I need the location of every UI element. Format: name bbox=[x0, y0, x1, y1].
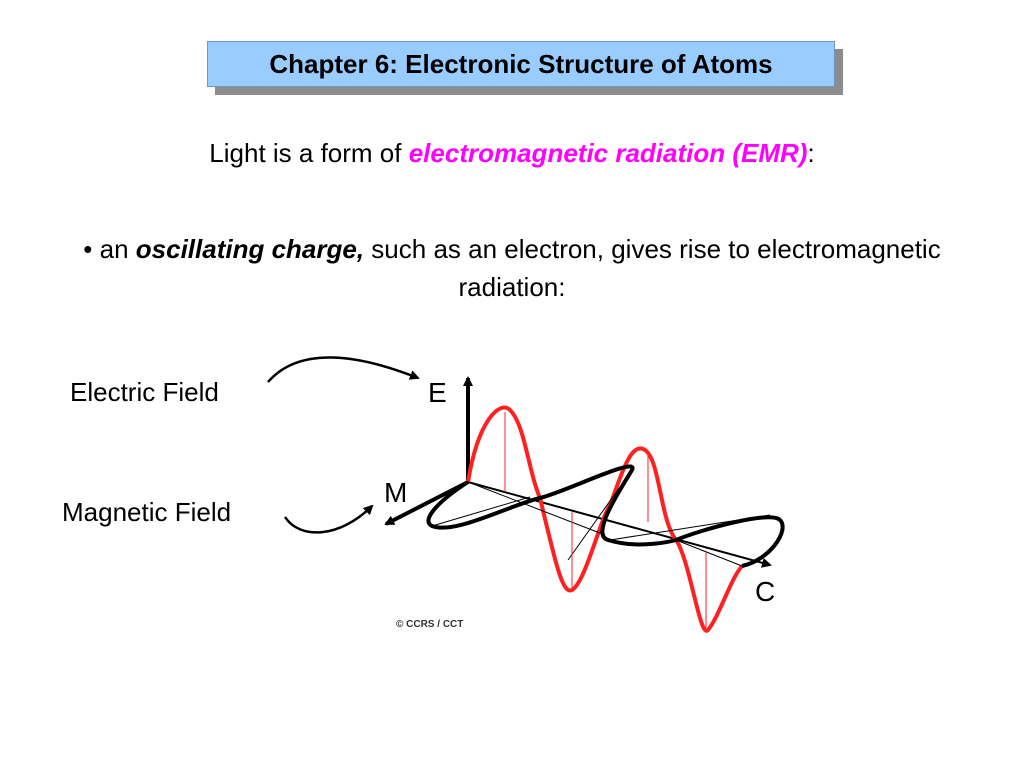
slide-title: Chapter 6: Electronic Structure of Atoms bbox=[207, 41, 835, 87]
bullet-emphasis: oscillating charge, bbox=[135, 234, 365, 264]
bullet-rest: such as an electron, gives rise to elect… bbox=[364, 234, 941, 302]
slide-title-text: Chapter 6: Electronic Structure of Atoms bbox=[269, 48, 773, 79]
intro-line: Light is a form of electromagnetic radia… bbox=[0, 138, 1024, 169]
electric-field-label: Electric Field bbox=[70, 377, 219, 407]
intro-suffix: : bbox=[807, 138, 815, 168]
bullet-marker: • bbox=[83, 234, 93, 264]
intro-prefix: Light is a form of bbox=[209, 138, 409, 168]
electric-pointer-arrow bbox=[267, 356, 420, 383]
axis-e-label: E bbox=[428, 377, 447, 408]
axis-c-label: C bbox=[755, 576, 775, 607]
bullet-point: • an oscillating charge, such as an elec… bbox=[60, 230, 964, 306]
image-credit: © CCRS / CCT bbox=[396, 619, 464, 630]
c-axis bbox=[467, 481, 772, 568]
axis-m-label: M bbox=[384, 477, 407, 508]
bullet-pre: an bbox=[92, 234, 136, 264]
magnetic-field-label: Magnetic Field bbox=[62, 497, 232, 527]
field-vectors bbox=[431, 469, 771, 567]
magnetic-wave bbox=[426, 464, 785, 568]
magnetic-pointer-arrow bbox=[283, 504, 374, 534]
intro-highlight: electromagnetic radiation (EMR) bbox=[408, 138, 808, 168]
electric-vectors bbox=[504, 412, 707, 628]
